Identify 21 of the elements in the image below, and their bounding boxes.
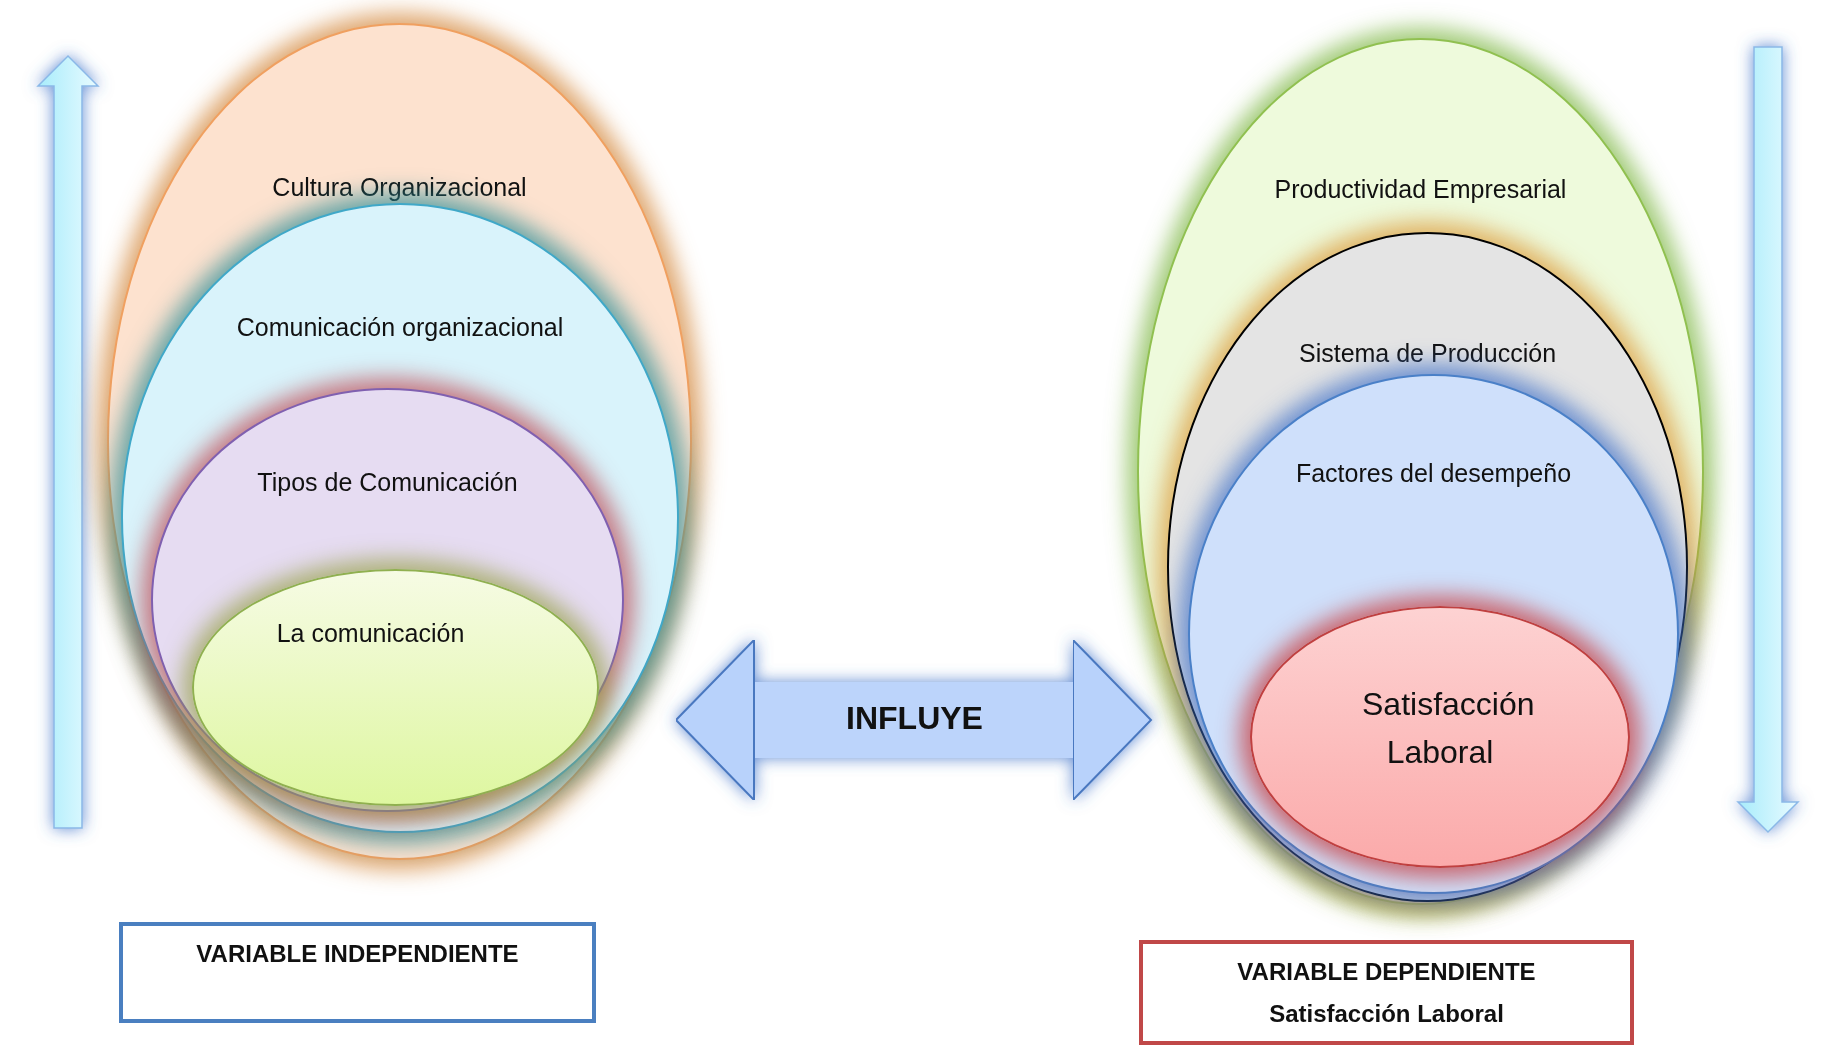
edge-label: INFLUYE [845, 700, 984, 737]
ellipse-label: Sistema de Producción [1297, 339, 1558, 368]
inner-ellipse [192, 569, 599, 806]
ellipse [1167, 232, 1688, 902]
heading: VARIABLE INDEPENDIENTE [195, 940, 520, 968]
double-arrow [675, 639, 1152, 801]
ellipse-label: Tipos de Comunicación [256, 468, 519, 497]
ellipse-label: Factores del desempeño [1294, 459, 1573, 488]
label-box [119, 922, 596, 1023]
ellipse-label: Satisfacción Laboral [1361, 685, 1536, 773]
ellipse [1188, 374, 1679, 894]
ellipse-label: Productividad Empresarial [1273, 175, 1568, 204]
box-text: Satisfacción Laboral [1268, 1000, 1505, 1028]
label-box [1139, 940, 1634, 1045]
ellipse [151, 388, 624, 812]
ellipse-label: Comunicación organizacional [235, 313, 565, 342]
inner-ellipse [1250, 606, 1630, 868]
heading: VARIABLE DEPENDIENTE [1236, 958, 1537, 986]
ellipse-label: La comunicación [275, 619, 466, 648]
ellipse-label: Cultura Organizacional [271, 173, 528, 202]
ellipse [121, 203, 679, 833]
